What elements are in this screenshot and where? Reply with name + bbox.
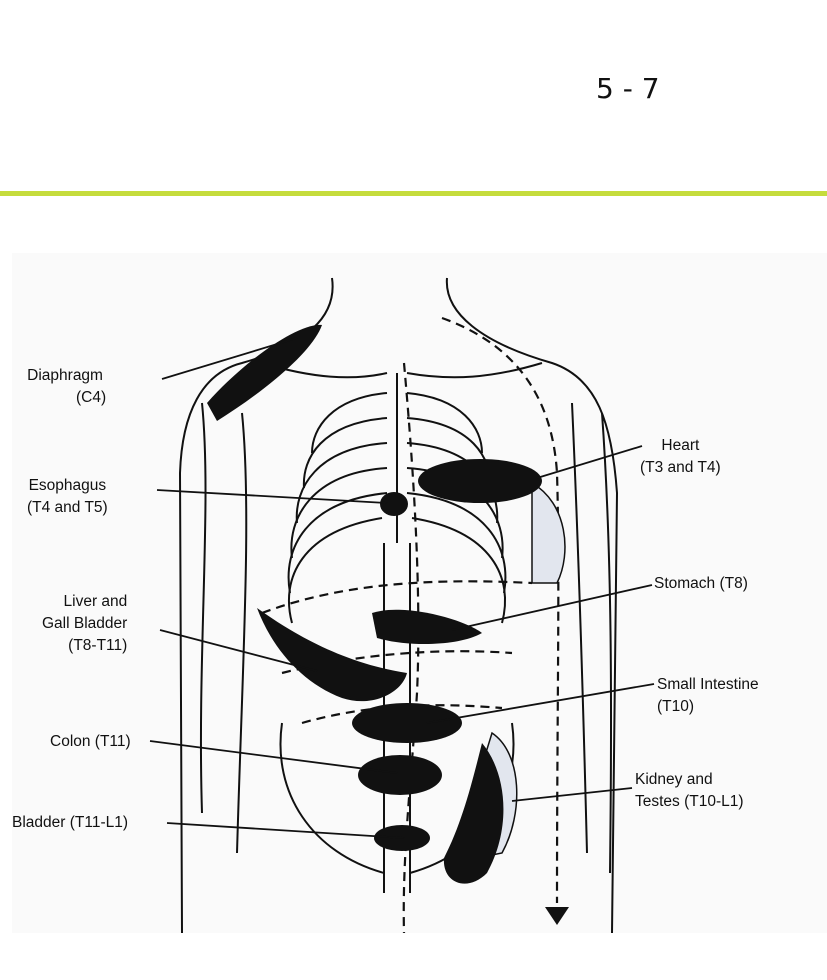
leader-line bbox=[157, 490, 387, 503]
arrow-down-icon bbox=[545, 907, 569, 925]
colon-zone bbox=[358, 755, 442, 795]
stomach-label: Stomach (T8) bbox=[654, 573, 748, 595]
diaphragm-label: Diaphragm (C4) bbox=[24, 365, 106, 409]
accent-rule bbox=[0, 191, 827, 196]
referred-pain-figure: Diaphragm (C4) Esophagus (T4 and T5) Liv… bbox=[12, 253, 827, 933]
heart-zone bbox=[418, 459, 542, 503]
heart-referral-zone bbox=[532, 483, 565, 583]
esophagus-label: Esophagus (T4 and T5) bbox=[27, 475, 108, 519]
rib bbox=[297, 443, 387, 523]
small-intestine-label: Small Intestine (T10) bbox=[657, 674, 759, 718]
leader-line bbox=[150, 741, 397, 773]
right-clavicle bbox=[407, 363, 542, 377]
leader-line bbox=[167, 823, 404, 838]
right-arm bbox=[572, 403, 611, 873]
leader-line bbox=[537, 446, 642, 478]
small-intestine-zone bbox=[352, 703, 462, 743]
colon-label: Colon (T11) bbox=[50, 731, 131, 753]
kidney-label: Kidney and Testes (T10-L1) bbox=[635, 769, 744, 813]
heart-label: Heart (T3 and T4) bbox=[640, 435, 721, 479]
left-arm bbox=[201, 403, 246, 853]
esophagus-zone bbox=[380, 492, 408, 516]
liver-label: Liver and Gall Bladder (T8-T11) bbox=[42, 591, 127, 657]
bladder-label: Bladder (T11-L1) bbox=[12, 812, 128, 834]
nerve-path bbox=[262, 581, 532, 613]
slide-number: 5 - 7 bbox=[596, 72, 660, 105]
kidney-zone bbox=[444, 743, 504, 884]
leader-line bbox=[427, 684, 654, 723]
leader-line bbox=[452, 585, 652, 630]
rib bbox=[304, 418, 387, 488]
